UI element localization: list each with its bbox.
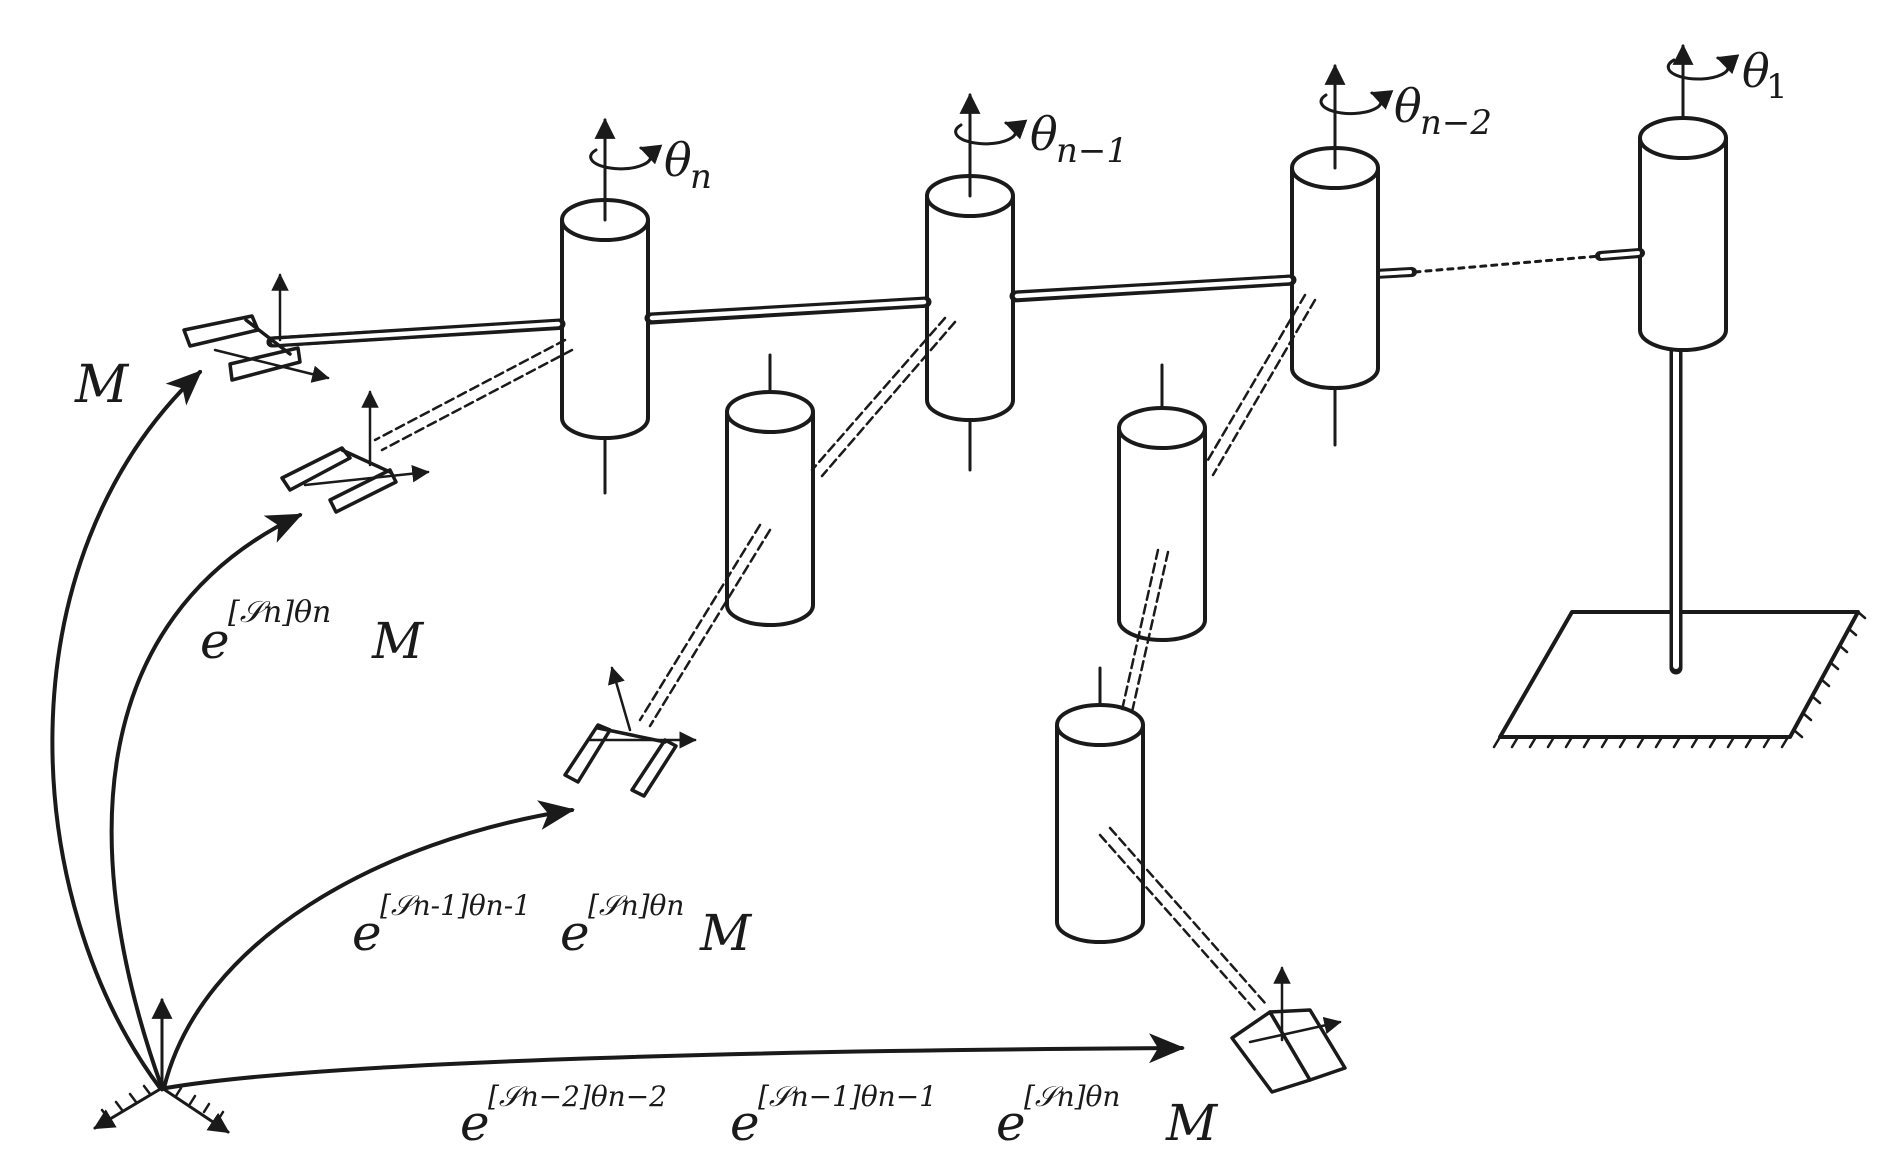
gripper-after-n-1 [563,666,697,798]
svg-text:n−2: n−2 [1420,103,1492,143]
base-plate [1492,610,1867,749]
svg-text:[𝒮n-1]θn-1: [𝒮n-1]θn-1 [380,889,531,922]
link-rod-front [266,274,1297,348]
label-theta-n-minus-1: θ n−1 [1030,107,1128,171]
svg-text:e: e [200,612,230,670]
space-frame [93,997,230,1134]
link-stub [1369,248,1645,279]
displaced-cylinder-a [725,353,815,627]
svg-text:n: n [690,157,712,197]
svg-text:[𝒮n]θn: [𝒮n]θn [588,889,684,922]
svg-text:θ: θ [664,133,692,187]
label-theta-1: θ 1 [1742,44,1788,107]
label-expr-3: e [𝒮n−2]θn−2 e [𝒮n−1]θn−1 e [𝒮n]θn M [460,1080,1219,1152]
label-expr-1: e [𝒮n]θn M [200,595,425,670]
svg-text:1: 1 [1766,67,1788,107]
svg-text:θ: θ [1030,107,1058,161]
joint-n-minus-1-cylinder [925,92,1028,472]
svg-text:e: e [460,1094,490,1152]
joint-1-cylinder [1638,43,1740,352]
svg-text:n−1: n−1 [1056,131,1128,171]
svg-text:[𝒮n−1]θn−1: [𝒮n−1]θn−1 [758,1080,937,1113]
gripper-after-n [280,390,430,514]
svg-text:e: e [730,1094,760,1152]
label-theta-n-minus-2: θ n−2 [1394,79,1492,143]
svg-text:[𝒮n]θn: [𝒮n]θn [228,595,331,630]
svg-text:M: M [1165,1094,1219,1152]
svg-text:e: e [996,1094,1026,1152]
svg-text:M: M [371,612,425,670]
dashed-links [373,293,1317,1012]
svg-text:e: e [352,904,382,962]
svg-text:M: M [699,904,753,962]
displaced-cylinder-c [1055,666,1145,944]
transform-arrows [50,369,1185,1090]
link-connector-dotted [1413,254,1602,274]
svg-text:e: e [560,904,590,962]
svg-text:[𝒮n−2]θn−2: [𝒮n−2]θn−2 [488,1080,667,1113]
label-M: M [74,355,130,415]
gripper-after-n-2 [1230,966,1347,1094]
svg-text:θ: θ [1742,44,1770,98]
label-expr-2: e [𝒮n-1]θn-1 e [𝒮n]θn M [352,889,753,962]
joint-n-cylinder [560,117,663,495]
joint-n-minus-2-cylinder [1290,63,1394,447]
displaced-cylinder-b [1117,363,1207,642]
svg-text:θ: θ [1394,79,1422,133]
gripper-home [182,273,330,383]
label-theta-n: θ n [664,133,712,197]
svg-text:[𝒮n]θn: [𝒮n]θn [1024,1080,1120,1113]
